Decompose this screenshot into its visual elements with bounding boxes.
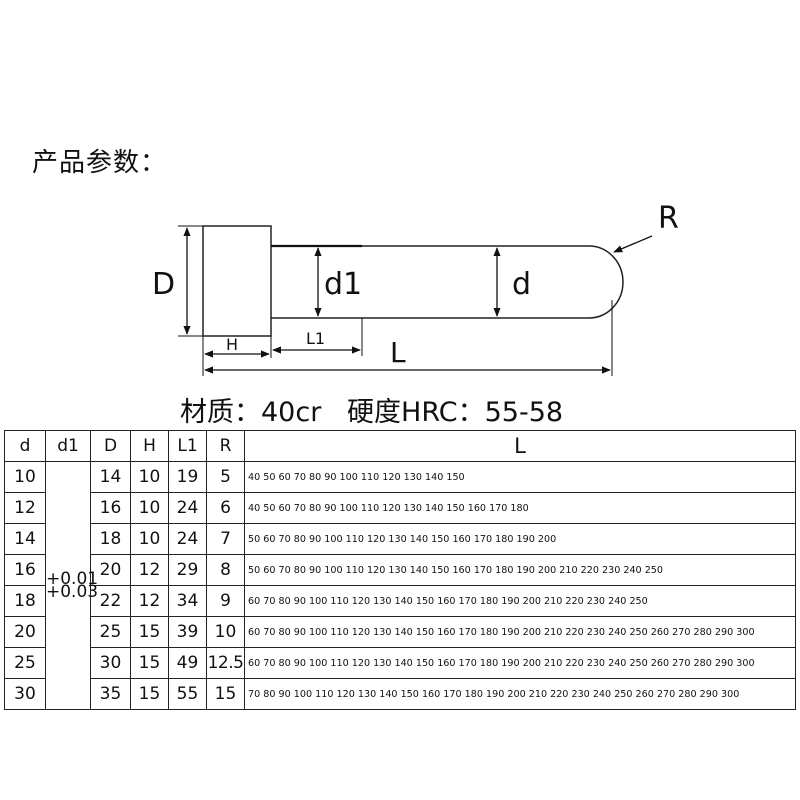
cell-H: 12 <box>130 554 169 586</box>
cell-L-lengths: 40 50 60 70 80 90 100 110 120 130 140 15… <box>244 492 796 524</box>
col-header-L1: L1 <box>168 430 207 462</box>
dim-R-leader <box>613 235 653 253</box>
cell-L1: 39 <box>168 616 207 648</box>
cell-L-lengths: 60 70 80 90 100 110 120 130 140 150 160 … <box>244 585 796 617</box>
col-header-H: H <box>130 430 169 462</box>
cell-H: 10 <box>130 492 169 524</box>
cell-d: 14 <box>4 523 46 555</box>
cell-L1: 19 <box>168 461 207 493</box>
cell-d: 20 <box>4 616 46 648</box>
label-R: R <box>658 201 679 236</box>
cell-L-lengths: 50 60 70 80 90 100 110 120 130 140 150 1… <box>244 554 796 586</box>
label-H: H <box>226 335 238 354</box>
cell-H: 10 <box>130 523 169 555</box>
label-L1: L1 <box>306 329 325 348</box>
cell-R: 9 <box>206 585 245 617</box>
cell-d: 30 <box>4 678 46 710</box>
cell-H: 12 <box>130 585 169 617</box>
tolerance-value: +0.01 <box>46 568 99 589</box>
cell-L1: 29 <box>168 554 207 586</box>
col-header-d1: d1 <box>45 430 91 462</box>
table-header-row: d d1 D H L1 R L <box>4 430 796 462</box>
cell-H: 10 <box>130 461 169 493</box>
cell-R: 12.5 <box>206 647 245 679</box>
cell-R: 8 <box>206 554 245 586</box>
label-d1: d1 <box>324 267 362 302</box>
cell-R: 7 <box>206 523 245 555</box>
col-header-D: D <box>90 430 131 462</box>
cell-d1-tolerance: +0.01+0.03 <box>45 461 99 710</box>
material-hardness-line: 材质：40cr 硬度HRC：55-58 <box>180 397 564 428</box>
cell-D: 25 <box>90 616 131 648</box>
cell-L1: 49 <box>168 647 207 679</box>
pin-dimension-diagram: D d1 d R H L1 L <box>152 201 679 376</box>
label-d: d <box>512 267 531 302</box>
cell-d: 16 <box>4 554 46 586</box>
cell-d: 25 <box>4 647 46 679</box>
cell-d: 10 <box>4 461 46 493</box>
label-L: L <box>390 336 406 369</box>
pin-head <box>202 225 272 337</box>
cell-L-lengths: 40 50 60 70 80 90 100 110 120 130 140 15… <box>244 461 796 493</box>
cell-R: 15 <box>206 678 245 710</box>
cell-H: 15 <box>130 678 169 710</box>
cell-d: 18 <box>4 585 46 617</box>
cell-R: 10 <box>206 616 245 648</box>
cell-L1: 24 <box>168 523 207 555</box>
label-D: D <box>152 267 175 302</box>
cell-L-lengths: 60 70 80 90 100 110 120 130 140 150 160 … <box>244 647 796 679</box>
col-header-d: d <box>4 430 46 462</box>
cell-L1: 34 <box>168 585 207 617</box>
cell-L1: 24 <box>168 492 207 524</box>
cell-D: 30 <box>90 647 131 679</box>
cell-D: 20 <box>90 554 131 586</box>
cell-D: 18 <box>90 523 131 555</box>
cell-H: 15 <box>130 616 169 648</box>
cell-H: 15 <box>130 647 169 679</box>
cell-L-lengths: 60 70 80 90 100 110 120 130 140 150 160 … <box>244 616 796 648</box>
cell-L-lengths: 50 60 70 80 90 100 110 120 130 140 150 1… <box>244 523 796 555</box>
cell-L1: 55 <box>168 678 207 710</box>
cell-R: 6 <box>206 492 245 524</box>
cell-D: 14 <box>90 461 131 493</box>
section-title: 产品参数： <box>32 148 168 178</box>
tolerance-value: +0.03 <box>46 581 99 602</box>
cell-D: 35 <box>90 678 131 710</box>
cell-D: 16 <box>90 492 131 524</box>
cell-d: 12 <box>4 492 46 524</box>
col-header-L: L <box>244 430 796 462</box>
cell-L-lengths: 70 80 90 100 110 120 130 140 150 160 170… <box>244 678 796 710</box>
col-header-R: R <box>206 430 245 462</box>
cell-R: 5 <box>206 461 245 493</box>
